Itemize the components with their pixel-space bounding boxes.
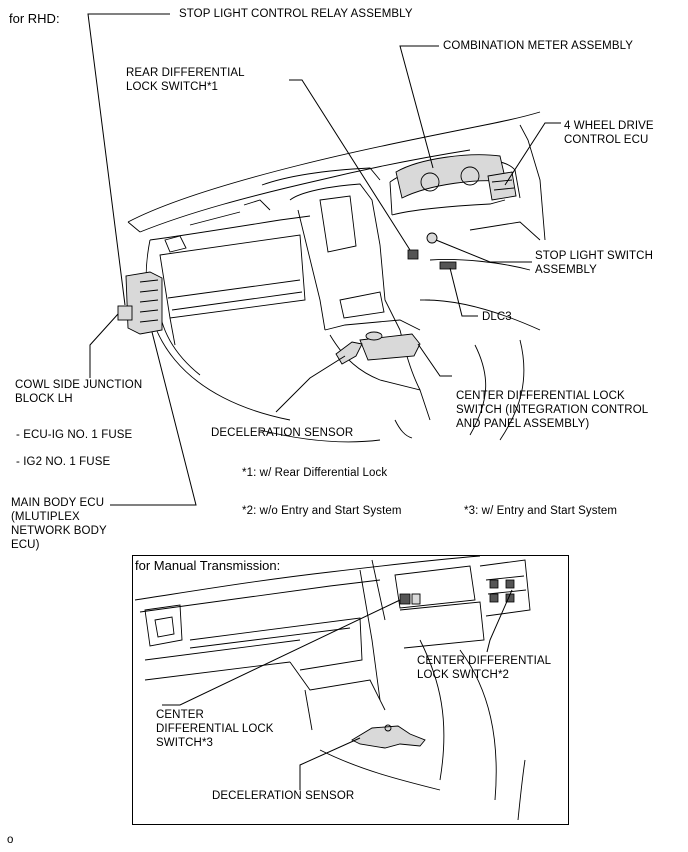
dlc3-label: DLC3 xyxy=(482,311,512,323)
center-diff-lock-label: CENTER DIFFERENTIAL LOCK SWITCH (INTEGRA… xyxy=(456,390,649,430)
footnote-3: *3: w/ Entry and Start System xyxy=(464,505,618,517)
main-parts xyxy=(117,154,517,365)
main-leaders xyxy=(87,13,561,506)
main-body-ecu-label: MAIN BODY ECU (MLUTIPLEX NETWORK BODY EC… xyxy=(11,497,107,551)
deceleration-sensor-label: DECELERATION SENSOR xyxy=(211,427,354,439)
rear-diff-lock-label: REAR DIFFERENTIAL LOCK SWITCH*1 xyxy=(126,67,245,93)
four-wd-ecu-label: 4 WHEEL DRIVE CONTROL ECU xyxy=(564,120,654,146)
stop-light-switch-label: STOP LIGHT SWITCH ASSEMBLY xyxy=(535,250,653,276)
cowl-junction-label: COWL SIDE JUNCTION BLOCK LH xyxy=(15,379,143,405)
ecu-ig-fuse-label: - ECU-IG NO. 1 FUSE xyxy=(16,429,133,441)
inset-parts xyxy=(351,579,515,749)
main-dashboard-sketch xyxy=(127,111,546,443)
inset-center-diff-lock-2-label: CENTER DIFFERENTIAL LOCK SWITCH*2 xyxy=(417,655,552,681)
ig2-fuse-label: - IG2 NO. 1 FUSE xyxy=(16,456,111,468)
inset-deceleration-sensor-label: DECELERATION SENSOR xyxy=(212,790,355,802)
inset-sketch xyxy=(134,555,531,821)
inset-center-diff-lock-3-label: CENTER DIFFERENTIAL LOCK SWITCH*3 xyxy=(156,709,274,749)
page-mark: o xyxy=(7,834,14,846)
inset-leaders xyxy=(162,589,513,790)
combination-meter-label: COMBINATION METER ASSEMBLY xyxy=(443,40,634,52)
for-rhd-header: for RHD: xyxy=(9,11,60,26)
stop-light-relay-label: STOP LIGHT CONTROL RELAY ASSEMBLY xyxy=(179,8,413,20)
footnote-1: *1: w/ Rear Differential Lock xyxy=(242,467,388,479)
manual-transmission-inset xyxy=(132,555,569,825)
inset-title: for Manual Transmission: xyxy=(135,558,281,573)
footnote-2: *2: w/o Entry and Start System xyxy=(242,505,402,517)
